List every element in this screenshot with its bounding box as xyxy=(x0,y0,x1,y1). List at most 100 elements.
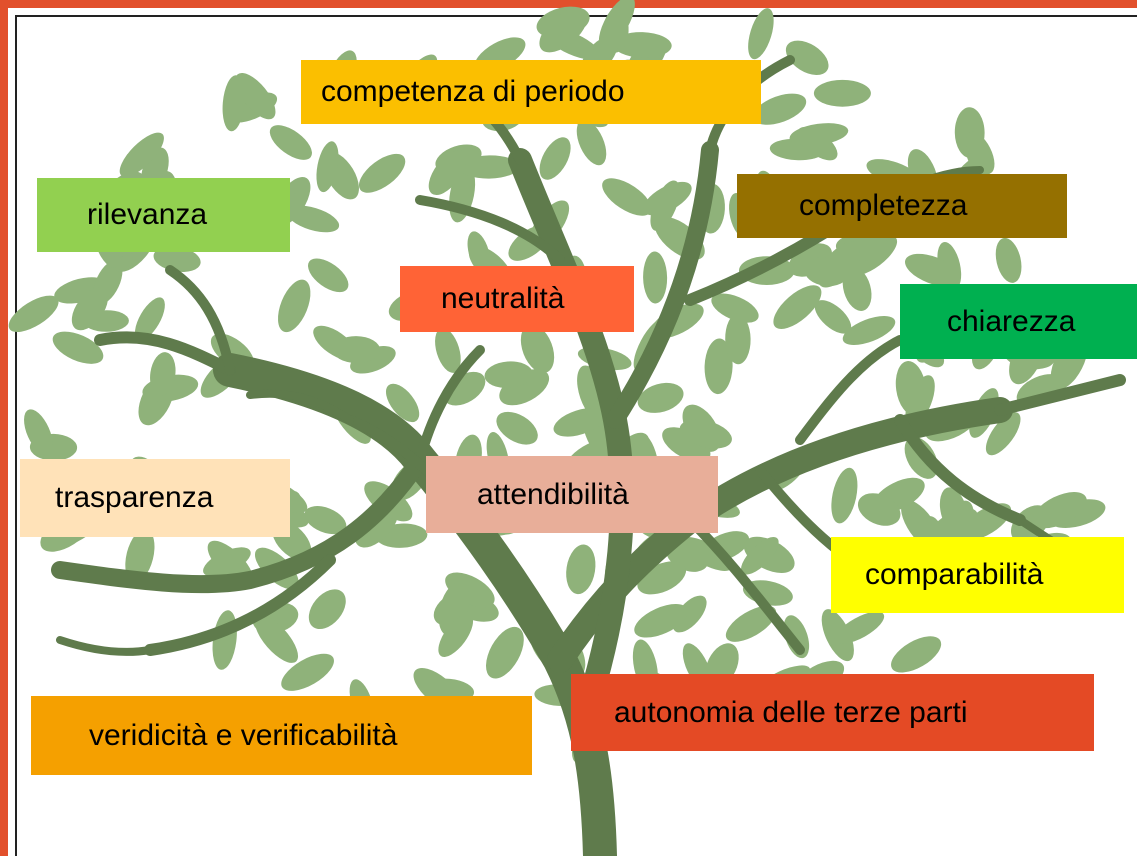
tree-leaf xyxy=(985,412,1021,456)
tree-leaf xyxy=(467,231,491,275)
tree-leaf xyxy=(308,589,346,630)
label-text: trasparenza xyxy=(55,481,214,514)
tree-leaf xyxy=(125,529,155,583)
tree-leaf xyxy=(634,604,688,638)
tree-branch xyxy=(415,345,485,465)
label-text: neutralità xyxy=(441,282,565,315)
tree-leaf xyxy=(119,132,164,177)
tree-leaf xyxy=(753,93,807,125)
tree-branch xyxy=(56,636,154,656)
label-text: completezza xyxy=(799,189,968,222)
tree-leaf xyxy=(748,8,774,60)
tree-leaf xyxy=(435,327,461,373)
tree-leaf xyxy=(71,287,108,331)
tree-leaf xyxy=(438,614,474,657)
tree-branch xyxy=(685,515,805,655)
tree-leaf xyxy=(445,572,495,608)
label-text: chiarezza xyxy=(947,304,1076,338)
label-veridicita-e-verificabilita: veridicità e verificabilità xyxy=(31,696,532,775)
tree-leaf xyxy=(680,537,733,571)
tree-leaf xyxy=(842,266,872,311)
tree-leaf xyxy=(725,605,777,642)
tree-leaf xyxy=(965,131,995,174)
tree-leaf xyxy=(773,285,822,329)
tree-leaf xyxy=(496,411,538,445)
tree-leaf xyxy=(612,32,672,58)
tree-leaf xyxy=(725,314,751,365)
label-text: comparabilità xyxy=(865,558,1044,591)
tree-leaf xyxy=(842,316,896,345)
tree-leaf xyxy=(150,352,176,397)
label-completezza: completezza xyxy=(737,174,1067,238)
tree-leaf xyxy=(24,409,53,456)
label-rilevanza: rilevanza xyxy=(37,178,290,252)
tree-leaf xyxy=(643,181,692,216)
tree-leaf xyxy=(277,279,311,333)
tree-leaf xyxy=(385,383,420,423)
label-text: autonomia delle terze parti xyxy=(614,695,968,729)
tree-leaf xyxy=(576,119,607,166)
tree-leaf xyxy=(813,79,871,107)
tree-leaf xyxy=(52,331,104,364)
tree-branch xyxy=(144,554,336,656)
tree-leaf xyxy=(307,258,349,293)
label-text: veridicità e verificabilità xyxy=(89,718,398,752)
tree-branch xyxy=(165,265,235,375)
tree-leaf xyxy=(222,75,245,132)
tree-branch xyxy=(606,141,719,429)
tree-leaf xyxy=(785,40,829,75)
tree-leaf xyxy=(905,253,960,287)
tree-leaf xyxy=(203,547,251,577)
label-trasparenza: trasparenza xyxy=(20,459,290,537)
label-attendibilita: attendibilità xyxy=(426,456,718,533)
label-neutralita: neutralità xyxy=(400,266,634,332)
tree-leaf xyxy=(304,506,347,535)
tree-leaf xyxy=(797,126,838,161)
tree-leaf xyxy=(8,295,59,333)
tree-leaf xyxy=(235,72,276,120)
tree-leaf xyxy=(817,241,860,288)
tree-leaf xyxy=(269,125,312,160)
tree-leaf xyxy=(929,508,978,545)
tree-leaf xyxy=(602,178,652,216)
label-text: competenza di periodo xyxy=(321,75,625,108)
tree-leaf xyxy=(834,611,885,644)
tree-leaf xyxy=(857,493,901,526)
tree-leaf xyxy=(740,536,779,575)
label-text: attendibilità xyxy=(477,477,629,511)
tree-leaf xyxy=(711,293,759,323)
tree-leaf xyxy=(332,336,381,364)
label-autonomia-delle-terze-parti: autonomia delle terze parti xyxy=(571,674,1094,751)
tree-leaf xyxy=(995,237,1022,283)
tree-branch xyxy=(51,451,429,594)
tree-leaf xyxy=(704,338,733,395)
tree-branch xyxy=(894,414,1026,526)
tree-leaf xyxy=(679,419,732,449)
tree-leaf xyxy=(281,653,334,691)
tree-branch xyxy=(795,335,905,445)
tree-branch xyxy=(246,389,354,424)
tree-leaf xyxy=(539,8,588,53)
tree-leaf xyxy=(254,615,299,663)
tree-leaf xyxy=(286,205,340,233)
tree-leaf xyxy=(891,636,942,673)
tree-leaf xyxy=(134,297,165,341)
tree-branch xyxy=(94,331,236,376)
tree-leaf xyxy=(358,153,406,193)
tree-leaf xyxy=(814,300,852,334)
tree-leaf xyxy=(1032,492,1087,529)
tree-leaf xyxy=(566,544,596,595)
tree-leaf xyxy=(486,626,524,679)
tree-branch xyxy=(994,374,1126,416)
tree-leaf xyxy=(831,467,858,524)
label-competenza-di-periodo: competenza di periodo xyxy=(301,60,761,124)
tree-leaf xyxy=(643,251,668,304)
tree-leaf xyxy=(428,150,467,195)
tree-leaf xyxy=(520,324,555,373)
label-chiarezza: chiarezza xyxy=(900,284,1137,359)
tree-leaf xyxy=(316,141,339,193)
label-comparabilita: comparabilità xyxy=(831,537,1124,613)
label-text: rilevanza xyxy=(87,198,208,231)
tree-leaf xyxy=(153,246,201,272)
tree-branch xyxy=(415,195,565,265)
